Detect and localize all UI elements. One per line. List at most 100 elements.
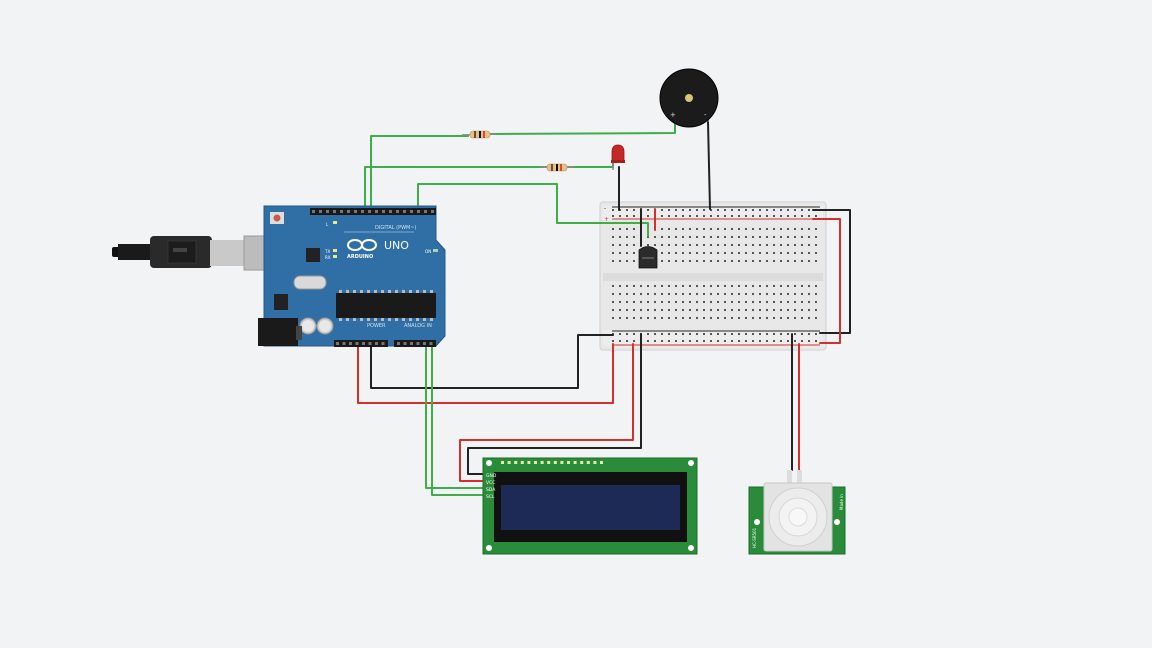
- breadboard-hole: [640, 293, 642, 295]
- breadboard-hole: [703, 228, 705, 230]
- breadboard-hole: [703, 293, 705, 295]
- lcd-header-pin: [507, 461, 511, 464]
- breadboard[interactable]: + -: [599, 201, 827, 351]
- breadboard-hole: [759, 228, 761, 230]
- lcd-pin-gnd: GND: [486, 473, 497, 479]
- lcd-header-pin: [567, 461, 570, 464]
- resistor-2[interactable]: [540, 163, 574, 172]
- wire-red-5v[interactable]: [357, 343, 614, 404]
- arduino-uno[interactable]: DIGITAL (PWM~) UNO ARDUINO L TX RX ON: [112, 205, 446, 347]
- breadboard-hole: [794, 215, 796, 217]
- breadboard-hole: [780, 293, 782, 295]
- breadboard-hole: [682, 244, 684, 246]
- breadboard-hole: [696, 301, 698, 303]
- breadboard-hole: [794, 252, 796, 254]
- breadboard-hole: [731, 317, 733, 319]
- breadboard-hole: [808, 260, 810, 262]
- chip-pin: [353, 318, 356, 321]
- wire-green-buzzer[interactable]: [370, 135, 469, 213]
- led[interactable]: [611, 144, 625, 170]
- breadboard-hole: [710, 309, 712, 311]
- breadboard-hole: [752, 244, 754, 246]
- breadboard-hole: [759, 252, 761, 254]
- breadboard-hole: [780, 285, 782, 287]
- breadboard-hole: [661, 228, 663, 230]
- header-pin: [361, 210, 364, 213]
- lcd-screen: [501, 485, 680, 530]
- breadboard-hole: [780, 333, 782, 335]
- wire-green-led-2[interactable]: [567, 159, 614, 168]
- wire-black-gnd[interactable]: [370, 334, 614, 389]
- breadboard-hole: [745, 252, 747, 254]
- breadboard-hole: [626, 260, 628, 262]
- breadboard-hole: [661, 301, 663, 303]
- breadboard-hole: [675, 309, 677, 311]
- lcd-pin-sda: SDA: [486, 487, 496, 493]
- lcd-module[interactable]: GND VCC SDA SCL: [482, 457, 698, 555]
- wire-red-lcd[interactable]: [459, 343, 634, 482]
- wire-green-transistor[interactable]: [417, 183, 649, 237]
- header-pin: [326, 210, 329, 213]
- breadboard-hole: [808, 340, 810, 342]
- header-pin: [347, 210, 350, 213]
- transistor[interactable]: [638, 246, 658, 269]
- breadboard-hole: [780, 260, 782, 262]
- breadboard-hole: [612, 293, 614, 295]
- breadboard-hole: [633, 317, 635, 319]
- breadboard-hole: [787, 340, 789, 342]
- breadboard-hole: [766, 260, 768, 262]
- breadboard-hole: [745, 340, 747, 342]
- breadboard-hole: [773, 228, 775, 230]
- lcd-header-pin: [527, 461, 531, 464]
- wire-red-rail-jumper[interactable]: [812, 218, 841, 344]
- breadboard-hole: [738, 340, 740, 342]
- pir-sensor[interactable]: HC-SR501 Made in: [748, 470, 846, 555]
- breadboard-hole: [773, 215, 775, 217]
- chip-pin: [367, 318, 370, 321]
- on-label: ON: [425, 249, 431, 254]
- breadboard-hole: [731, 236, 733, 238]
- breadboard-hole: [773, 252, 775, 254]
- breadboard-hole: [787, 252, 789, 254]
- wire-green-buzzer-2[interactable]: [489, 119, 676, 135]
- usb-plug-icon: [112, 235, 289, 271]
- breadboard-hole: [668, 236, 670, 238]
- breadboard-hole: [626, 244, 628, 246]
- wire-green-scl[interactable]: [431, 343, 487, 496]
- breadboard-hole: [640, 317, 642, 319]
- arduino-model: UNO: [384, 239, 409, 252]
- resistor-1[interactable]: [461, 130, 497, 139]
- breadboard-hole: [724, 285, 726, 287]
- chip-pin: [339, 318, 342, 321]
- breadboard-hole: [633, 244, 635, 246]
- breadboard-hole: [612, 236, 614, 238]
- breadboard-hole: [745, 317, 747, 319]
- buzzer[interactable]: + -: [659, 68, 719, 128]
- breadboard-hole: [801, 236, 803, 238]
- chip-pin: [339, 290, 342, 293]
- wire-black-lcd[interactable]: [467, 333, 642, 475]
- header-pin: [381, 342, 385, 345]
- breadboard-hole: [689, 333, 691, 335]
- breadboard-hole: [668, 209, 670, 211]
- breadboard-hole: [766, 244, 768, 246]
- breadboard-hole: [689, 228, 691, 230]
- chip-pin: [388, 318, 391, 321]
- breadboard-hole: [661, 285, 663, 287]
- wire-green-led[interactable]: [364, 166, 547, 213]
- header-pin: [410, 342, 413, 345]
- breadboard-hole: [787, 244, 789, 246]
- breadboard-hole: [801, 285, 803, 287]
- wire-green-sda[interactable]: [425, 343, 487, 489]
- wire-black-rail-jumper[interactable]: [812, 209, 851, 334]
- breadboard-hole: [696, 293, 698, 295]
- breadboard-hole: [780, 309, 782, 311]
- breadboard-hole: [710, 244, 712, 246]
- breadboard-hole: [766, 215, 768, 217]
- breadboard-hole: [668, 333, 670, 335]
- lcd-header-pin: [573, 461, 577, 464]
- breadboard-hole: [801, 244, 803, 246]
- breadboard-hole: [689, 340, 691, 342]
- breadboard-hole: [731, 293, 733, 295]
